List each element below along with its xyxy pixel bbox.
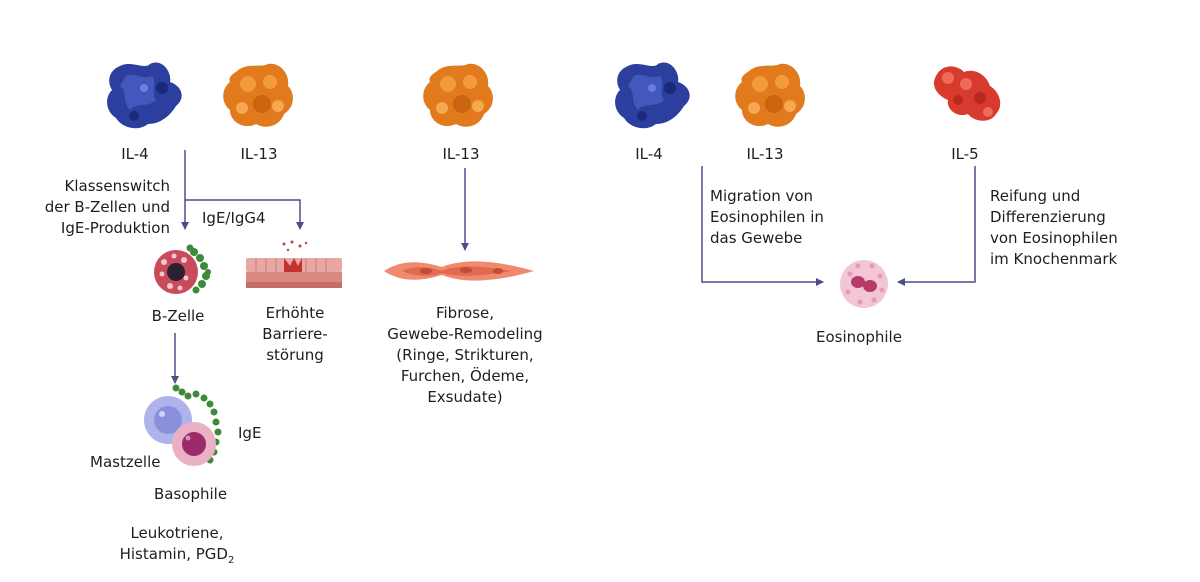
il13-label: IL-13	[240, 145, 278, 163]
fibroblast-tissue-icon	[384, 261, 534, 281]
mast-cell-basophil-icon	[144, 384, 222, 466]
il13-label: IL-13	[746, 145, 784, 163]
arrow-il5-to-eosinophil	[897, 166, 976, 286]
mediators-label: Leukotriene, Histamin, PGD2	[119, 524, 235, 566]
class-switch-label: Klassenswitch der B-Zellen und IgE-Produ…	[44, 177, 170, 237]
il13-protein-icon	[223, 63, 293, 127]
il4-protein-icon	[615, 62, 690, 129]
maturation-label: Reifung und Differenzierung von Eosinoph…	[990, 187, 1118, 268]
b-cell-label: B-Zelle	[151, 307, 205, 325]
il5-protein-icon	[933, 66, 1001, 121]
ige-label: IgE	[238, 424, 262, 442]
b-cell-icon	[154, 244, 211, 294]
mast-cell-label: Mastzelle	[90, 453, 161, 471]
barrier-label: Erhöhte Barriere- störung	[262, 304, 328, 364]
il5-label: IL-5	[951, 145, 979, 163]
eosinophil-icon	[840, 260, 888, 308]
eosinophil-label: Eosinophile	[816, 328, 902, 346]
il4-protein-icon	[107, 62, 182, 129]
epithelium-tissue-icon	[246, 240, 342, 288]
basophil-label: Basophile	[154, 485, 228, 503]
il13-label: IL-13	[442, 145, 480, 163]
il4-label: IL-4	[121, 145, 149, 163]
ige-igg4-label: IgE/IgG4	[202, 209, 266, 227]
il13-protein-icon	[423, 63, 493, 127]
il4-label: IL-4	[635, 145, 663, 163]
arrow-il13-to-eosinophil	[701, 166, 824, 286]
il13-protein-icon	[735, 63, 805, 127]
fibrosis-label: Fibrose, Gewebe-Remodeling (Ringe, Strik…	[387, 304, 543, 406]
arrow-il4-to-barrier	[185, 199, 304, 230]
migration-label: Migration von Eosinophilen in das Gewebe	[710, 187, 824, 247]
